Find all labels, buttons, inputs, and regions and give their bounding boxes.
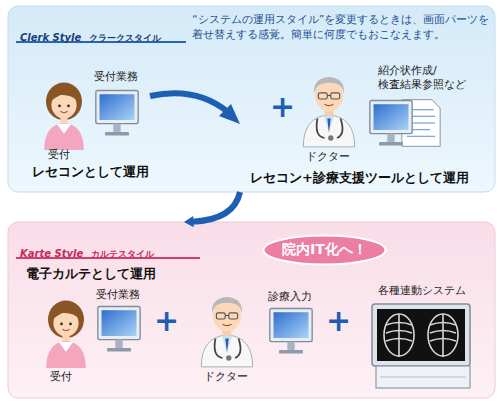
receptionist-figure [44, 83, 84, 151]
note-text: “システムの運用スタイル”を変更するときは、画面パーツを着せ替えする感覚。簡単に… [192, 12, 490, 42]
doctor-figure [303, 77, 354, 147]
role-label: ドクター [204, 370, 248, 384]
plus-sign: + [270, 92, 295, 122]
task-label: 各種連動システム [378, 284, 466, 298]
style-name-kana: カルテスタイル [91, 249, 154, 259]
panel-header: Clerk Style クラークスタイル [20, 26, 161, 45]
computer-icon [98, 307, 140, 352]
receptionist-figure [46, 301, 86, 369]
plus-sign: + [154, 306, 179, 336]
oval-outline [264, 236, 386, 265]
xray-monitor [372, 304, 470, 388]
task-label: 受付業務 [96, 288, 140, 302]
role-label: 受付 [50, 370, 72, 384]
mode-label: レセコンとして運用 [32, 164, 149, 181]
style-name: Clerk Style [20, 32, 81, 43]
panel-ground [8, 6, 495, 192]
computer-icon [96, 91, 138, 136]
computer-icon [370, 101, 412, 146]
arrow-head [184, 216, 194, 227]
mode-label: 電子カルテとして運用 [26, 266, 156, 283]
style-name-kana: クラークスタイル [89, 33, 161, 43]
role-label: ドクター [306, 150, 350, 164]
flow-arrow [150, 93, 228, 112]
task-label: 紹介状作成/ 検査結果参照など [378, 64, 478, 93]
role-label: 受付 [48, 148, 70, 162]
callout-text: 院内IT化へ！ [282, 241, 367, 259]
connector-line [192, 192, 240, 222]
computer-icon [270, 309, 312, 354]
arrow-head [219, 104, 240, 124]
flow-connector [184, 192, 240, 227]
panel-header: Karte Style カルテスタイル [20, 242, 154, 261]
callout-oval: 院内IT化へ！ [262, 234, 387, 266]
plus-sign: + [326, 306, 351, 336]
task-label: 診療入力 [268, 290, 312, 304]
style-panel: Karte Style カルテスタイル 院内IT化へ！ [8, 222, 495, 398]
task-label: 受付業務 [94, 70, 138, 84]
style-name: Karte Style [20, 248, 83, 259]
mode-label: レセコン+診療支援ツールとして運用 [250, 170, 469, 187]
panel-ground [8, 222, 495, 398]
doctor-figure [201, 297, 252, 367]
